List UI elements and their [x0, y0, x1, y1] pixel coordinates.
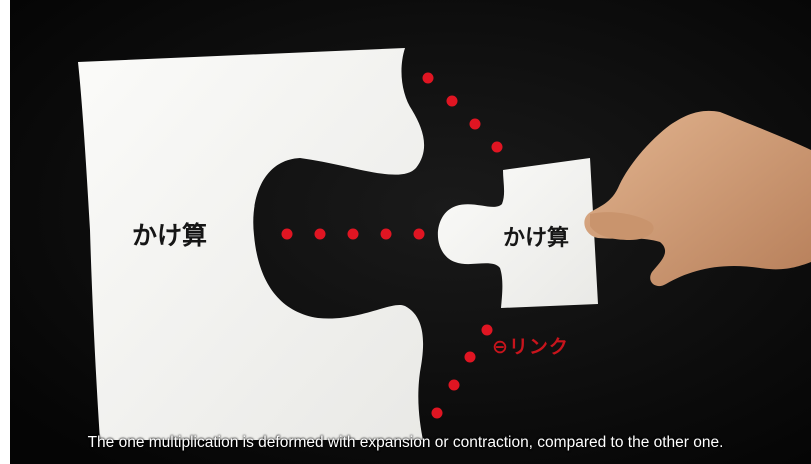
red-dot — [491, 141, 503, 153]
red-dot — [422, 72, 434, 84]
red-dot — [314, 228, 326, 240]
red-dot — [347, 228, 359, 240]
video-subtitle: The one multiplication is deformed with … — [87, 434, 724, 451]
red-dot — [464, 351, 476, 363]
red-dot — [431, 407, 443, 419]
red-dot — [446, 95, 458, 107]
red-dot — [481, 324, 493, 336]
link-annotation: ⊖リンク — [492, 336, 569, 358]
red-dot — [413, 228, 425, 240]
right-piece-label: かけ算 — [503, 226, 570, 251]
red-dot — [281, 228, 293, 240]
right-puzzle-piece — [437, 158, 598, 308]
red-dotted-lines — [281, 72, 503, 419]
red-dot — [448, 379, 460, 391]
red-dot — [469, 118, 481, 130]
hand — [584, 110, 811, 287]
red-dot — [380, 228, 392, 240]
thumb — [590, 212, 654, 240]
left-piece-label: かけ算 — [132, 221, 208, 250]
left-puzzle-piece — [78, 48, 425, 440]
